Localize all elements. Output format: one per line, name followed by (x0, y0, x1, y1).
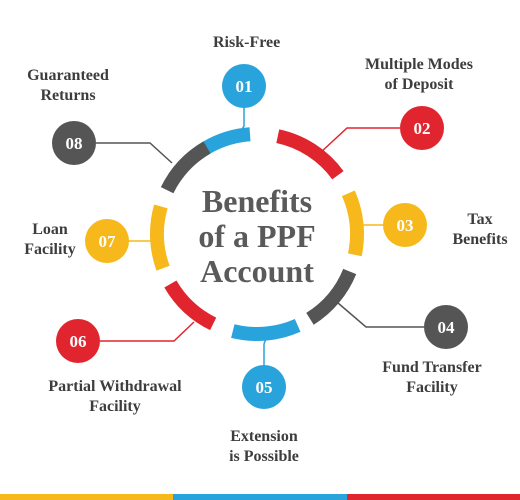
badge-01: 01 (222, 64, 266, 108)
badge-number: 03 (397, 216, 414, 235)
label-multiple-modes: Multiple Modes of Deposit (365, 56, 473, 93)
badge-04: 04 (424, 305, 468, 349)
label-risk-free: Risk-Free (213, 34, 281, 51)
badge-08: 08 (52, 121, 96, 165)
badge-06: 06 (56, 319, 100, 363)
footer-bar-yellow (0, 494, 174, 500)
badge-number: 01 (236, 77, 253, 96)
label-partial-withdrawal: Partial Withdrawal Facility (48, 378, 182, 415)
connector-05 (263, 327, 271, 368)
badge-number: 08 (66, 134, 83, 153)
badges: 01 02 03 04 05 06 07 08 (52, 64, 468, 409)
badge-03: 03 (383, 203, 427, 247)
ring-segment-05 (231, 318, 301, 341)
ring-segment-08 (160, 141, 211, 194)
label-extension: Extension is Possible (229, 428, 299, 465)
badge-number: 07 (99, 232, 117, 251)
center-title: Benefits of a PPF Account (198, 183, 315, 289)
connector-06 (100, 321, 195, 342)
footer-bar-blue (173, 494, 347, 500)
badge-05: 05 (242, 365, 286, 409)
ring-segment-02 (276, 129, 344, 180)
title-line-2: of a PPF (198, 218, 315, 254)
badge-number: 04 (438, 318, 456, 337)
connector-02 (319, 127, 400, 154)
footer-bar-red (346, 494, 520, 500)
title-line-3: Account (200, 253, 314, 289)
footer-color-bar (0, 494, 520, 500)
connector-01 (237, 107, 245, 137)
label-guaranteed-returns: Guaranteed Returns (27, 67, 109, 104)
badge-number: 06 (70, 332, 87, 351)
title-line-1: Benefits (202, 183, 312, 219)
badge-07: 07 (85, 219, 129, 263)
label-loan-facility: Loan Facility (24, 221, 76, 258)
ring-segment-06 (164, 280, 217, 331)
label-fund-transfer: Fund Transfer Facility (382, 359, 482, 396)
ring-segment-07 (150, 204, 170, 271)
connector-08 (96, 142, 173, 164)
ring-segment-04 (306, 268, 357, 325)
badge-02: 02 (400, 106, 444, 150)
label-tax-benefits: Tax Benefits (452, 211, 508, 248)
badge-number: 05 (256, 378, 273, 397)
connector-04 (337, 302, 424, 328)
connectors (96, 107, 424, 368)
badge-number: 02 (414, 119, 431, 138)
ring-segment-03 (341, 190, 364, 257)
ring (150, 127, 364, 341)
